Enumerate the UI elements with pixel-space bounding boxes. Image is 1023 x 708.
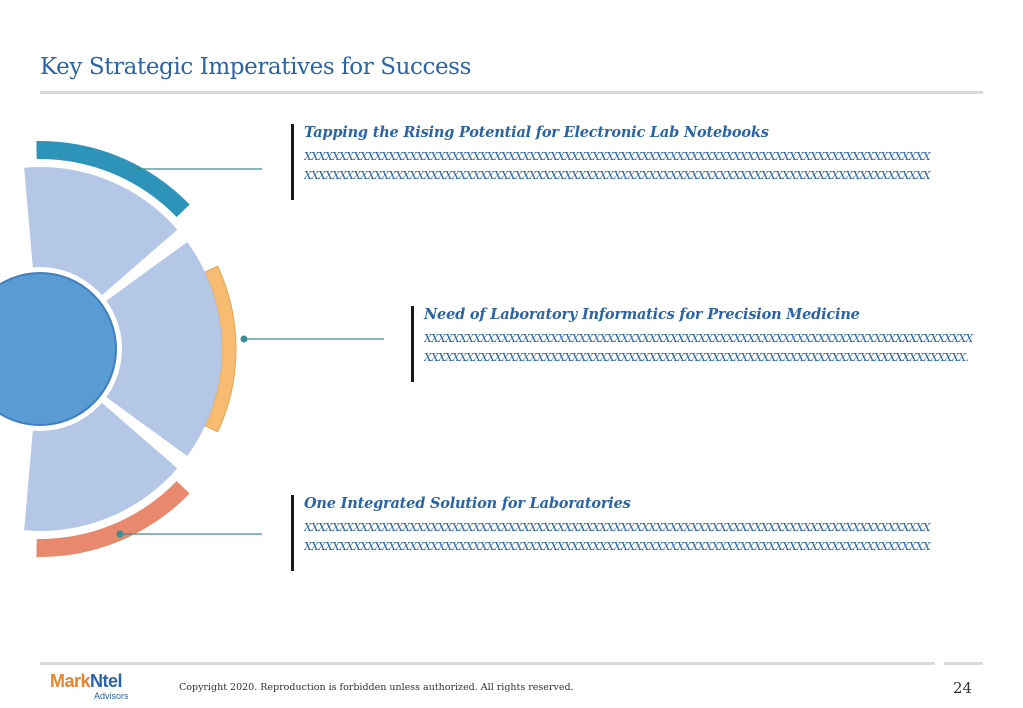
connector-dot-bottom xyxy=(116,530,124,538)
callout-body: XXXXXXXXXXXXXXXXXXXXXXXXXXXXXXXXXXXXXXXX… xyxy=(304,518,984,556)
arc-bottom xyxy=(36,480,190,557)
callout-heading: Need of Laboratory Informatics for Preci… xyxy=(424,306,860,323)
logo-subtitle: Advisors xyxy=(94,691,129,701)
footer-divider-short xyxy=(944,662,983,665)
connector-dot-middle xyxy=(240,335,248,343)
center-circle xyxy=(0,272,117,426)
callout-bar xyxy=(411,306,414,382)
copyright-notice: Copyright 2020. Reproduction is forbidde… xyxy=(179,682,574,693)
callout-line: XXXXXXXXXXXXXXXXXXXXXXXXXXXXXXXXXXXXXXXX… xyxy=(304,150,931,163)
callout-heading: Tapping the Rising Potential for Electro… xyxy=(304,124,769,141)
callout-line: XXXXXXXXXXXXXXXXXXXXXXXXXXXXXXXXXXXXXXXX… xyxy=(304,169,931,182)
callout-heading: One Integrated Solution for Laboratories xyxy=(304,495,631,512)
callout-line: XXXXXXXXXXXXXXXXXXXXXXXXXXXXXXXXXXXXXXXX… xyxy=(304,540,931,553)
logo-mark-text: Mark xyxy=(50,671,91,691)
callout-body: XXXXXXXXXXXXXXXXXXXXXXXXXXXXXXXXXXXXXXXX… xyxy=(424,329,989,367)
page-title: Key Strategic Imperatives for Success xyxy=(40,54,471,80)
markntel-logo: MarkNtel Advisors xyxy=(50,671,150,705)
footer-divider xyxy=(40,662,935,665)
title-divider xyxy=(40,91,983,94)
logo-wordmark: MarkNtel xyxy=(50,671,123,692)
arc-top xyxy=(36,141,190,218)
callout-line: XXXXXXXXXXXXXXXXXXXXXXXXXXXXXXXXXXXXXXXX… xyxy=(304,521,931,534)
page-number: 24 xyxy=(953,679,973,697)
callout-body: XXXXXXXXXXXXXXXXXXXXXXXXXXXXXXXXXXXXXXXX… xyxy=(304,147,984,185)
callout-line: XXXXXXXXXXXXXXXXXXXXXXXXXXXXXXXXXXXXXXXX… xyxy=(424,332,973,345)
callout-bar xyxy=(291,124,294,200)
connectors xyxy=(116,168,384,538)
segment-middle xyxy=(40,242,223,456)
callout-line: XXXXXXXXXXXXXXXXXXXXXXXXXXXXXXXXXXXXXXXX… xyxy=(424,351,969,364)
callout-bar xyxy=(291,495,294,571)
logo-ntel-text: Ntel xyxy=(90,671,123,691)
